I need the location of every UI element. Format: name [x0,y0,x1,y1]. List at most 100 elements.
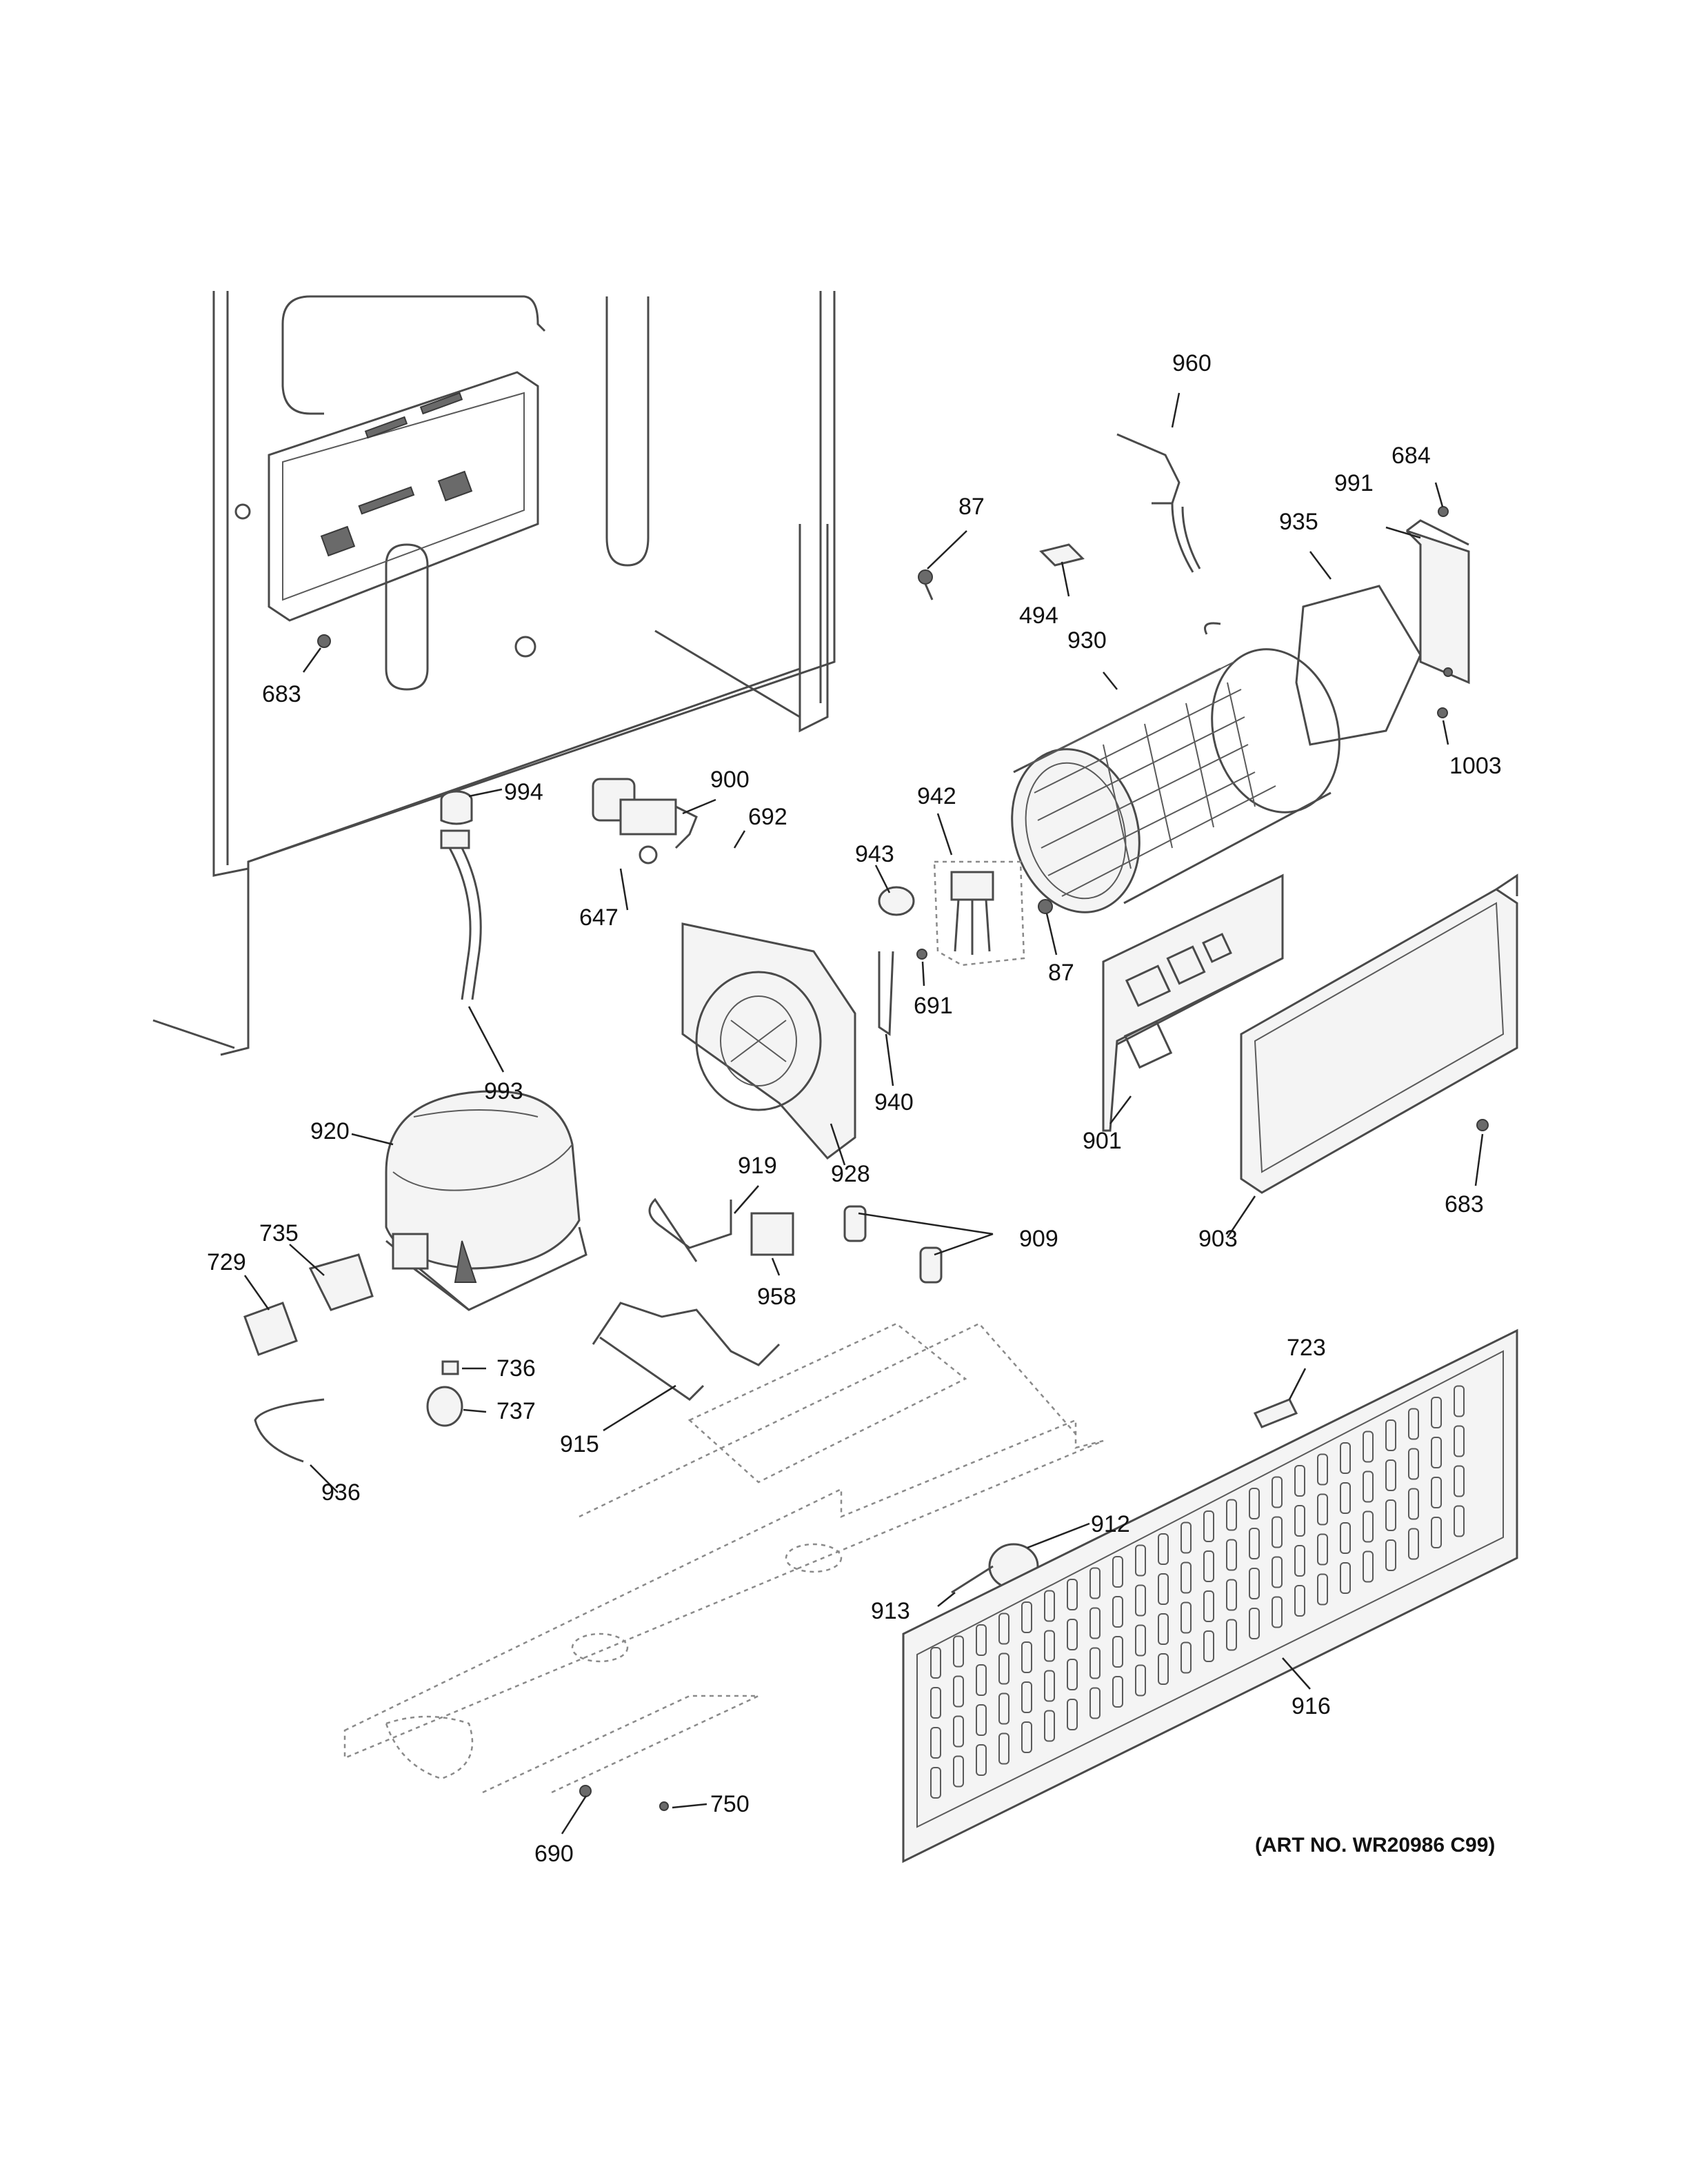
callout-913: 913 [871,1598,910,1624]
grille-slot [1317,1533,1328,1566]
callout-936: 936 [321,1479,361,1506]
screw-683b [1476,1119,1489,1131]
callout-903: 903 [1198,1226,1238,1252]
callout-928: 928 [831,1161,870,1187]
grille-slot [1294,1505,1305,1537]
grille-slot [1158,1533,1169,1565]
cabinet-back [152,291,836,1056]
grille-slot [953,1675,964,1708]
grille-slot [1021,1641,1032,1673]
grille-slot [1089,1647,1101,1679]
callout-993: 993 [484,1078,523,1104]
callout-901: 901 [1083,1128,1122,1154]
grille-slot [1226,1619,1237,1651]
grille-slot [1317,1493,1328,1526]
callout-916: 916 [1292,1693,1331,1719]
water-valve [592,778,698,865]
screw-683a [317,634,331,648]
grille-slot [1112,1556,1123,1588]
relay [308,1253,374,1311]
grille-slot [1226,1579,1237,1611]
power-cord [1116,433,1201,573]
callout-920: 920 [310,1118,350,1144]
clip [1039,543,1085,567]
callout-737: 737 [496,1398,536,1424]
grille-slot [1363,1430,1374,1463]
grille-slot [1226,1499,1237,1531]
callout-87-upper: 87 [958,494,985,520]
grille-slot [1294,1585,1305,1617]
grille-slot [1021,1601,1032,1633]
grille-slot [1431,1517,1442,1548]
grille-slot [930,1767,941,1799]
grille-916 [902,1328,1518,1863]
callout-942: 942 [917,783,956,809]
grille-slot [953,1635,964,1668]
callout-919: 919 [738,1153,777,1179]
grille-slot [1180,1521,1192,1554]
grille-slot [1249,1568,1260,1599]
callout-915: 915 [560,1431,599,1457]
grille-slot [953,1755,964,1788]
screw-87a [918,569,934,600]
screw-750 [659,1801,669,1811]
grille-slot [976,1664,987,1696]
grille-slot [1454,1505,1465,1537]
callout-750: 750 [710,1791,750,1817]
callout-691: 691 [914,993,953,1019]
grille-slot [1226,1539,1237,1571]
grille-slot [1135,1624,1146,1657]
bracket [1405,519,1470,685]
base-pan [343,1322,1104,1794]
grille-slot [930,1647,941,1679]
grommet-737 [426,1386,463,1427]
grille-slot [998,1692,1009,1725]
grille-slot [1089,1607,1101,1639]
grille-slot [1203,1590,1214,1622]
callout-930: 930 [1067,627,1107,654]
grille-slot [1385,1539,1396,1571]
callout-647: 647 [579,904,619,931]
grille-slot [1249,1528,1260,1559]
grille-slot [1340,1562,1351,1594]
grille-slot [1454,1385,1465,1417]
grille-slot [1408,1528,1419,1560]
callout-994: 994 [504,779,543,805]
grille-slot [1180,1641,1192,1674]
callout-736: 736 [496,1355,536,1382]
ground-wire-936 [254,1398,325,1463]
grille-slot [1158,1653,1169,1685]
grille-slot [1044,1670,1055,1702]
grille-slot [1272,1596,1283,1628]
grille-slot [1317,1573,1328,1606]
grille-slot [1454,1465,1465,1497]
grille-slot [1089,1567,1101,1599]
callout-991: 991 [1334,470,1374,496]
defrost-parts [878,860,1025,1036]
callout-729: 729 [207,1249,246,1275]
screw-87b [1038,899,1053,914]
callout-900: 900 [710,767,750,793]
grille-slot [1431,1397,1442,1428]
grille-slot [1294,1545,1305,1577]
screw-1003 [1437,707,1448,718]
grille-slot [930,1687,941,1719]
screw-690 [579,1785,592,1797]
grille-slot [1363,1510,1374,1543]
callout-943: 943 [855,841,894,867]
screw-684 [1438,506,1449,517]
grille-slot [1135,1664,1146,1697]
grille-slot [1180,1601,1192,1634]
grille-slot [1089,1687,1101,1719]
compressor [385,1090,587,1311]
callout-87-lower: 87 [1048,960,1074,986]
callout-909: 909 [1019,1226,1058,1252]
callout-958: 958 [757,1284,796,1310]
grille-slot [1408,1448,1419,1480]
grille-slot [953,1715,964,1748]
grille-slot [976,1704,987,1736]
grille-slot [1067,1579,1078,1610]
grille-slot [1067,1659,1078,1690]
callout-940: 940 [874,1089,914,1115]
overload [243,1302,298,1356]
